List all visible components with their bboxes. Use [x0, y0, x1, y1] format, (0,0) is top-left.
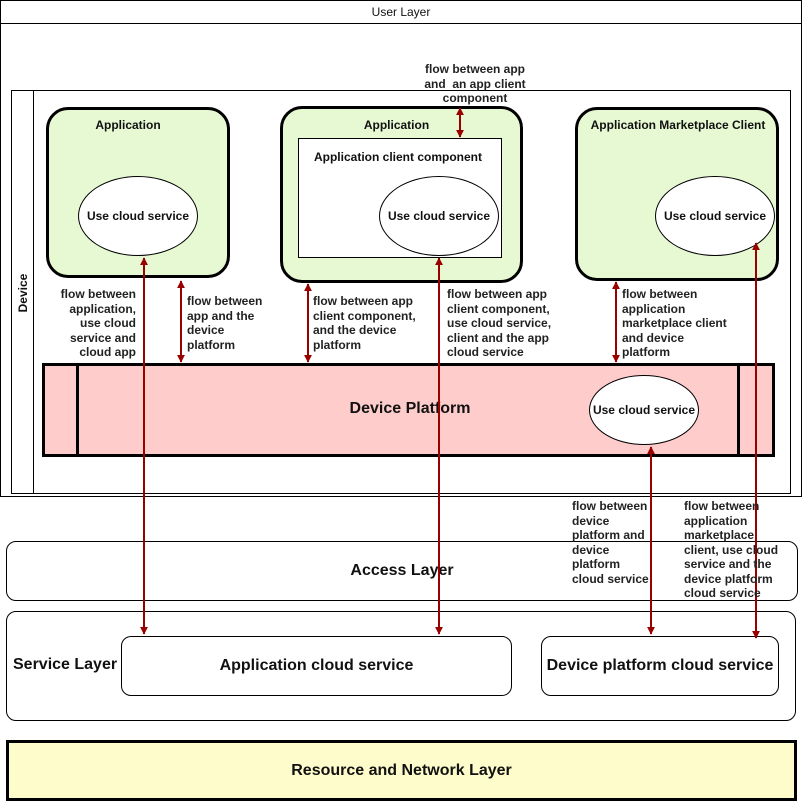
device-platform-cloud-service-box[interactable]: Device platform cloud service: [541, 636, 779, 696]
device-platform-left-section: [42, 363, 79, 457]
flow-label-market-cloud: flow between application marketplace cli…: [684, 499, 779, 600]
service-layer-title: Service Layer: [13, 656, 118, 673]
application-title: Application: [363, 118, 430, 132]
flow-label-app-component: flow between app and an app client compo…: [424, 62, 526, 105]
flow-label-market-platform: flow between application marketplace cli…: [622, 287, 727, 359]
flow-label-app-platform: flow between app and the device platform: [187, 294, 263, 352]
application-title: Application: [95, 118, 161, 132]
flow-label-app-cloud: flow between application, use cloud serv…: [60, 287, 136, 359]
platform-use-cloud-service-ellipse[interactable]: Use cloud service: [589, 375, 699, 445]
application-client-component-title: Application client component: [313, 150, 482, 164]
flow-label-platform-cloud: flow between device platform and device …: [572, 499, 649, 586]
device-label-strip: [11, 90, 34, 494]
access-layer-title: Access Layer: [350, 562, 454, 579]
application-marketplace-client-title: Application Marketplace Client: [590, 118, 766, 132]
access-layer-box: [6, 541, 798, 601]
use-cloud-service-ellipse[interactable]: Use cloud service: [78, 176, 198, 256]
flow-label-component-cloud: flow between app client component, use c…: [447, 287, 552, 359]
application-cloud-service-box[interactable]: Application cloud service: [121, 636, 512, 696]
resource-network-layer: Resource and Network Layer: [6, 740, 797, 801]
device-platform-right-section: [737, 363, 775, 457]
flow-label-component-platform: flow between app client component, and t…: [313, 294, 416, 352]
device-container: [11, 90, 791, 494]
use-cloud-service-ellipse[interactable]: Use cloud service: [379, 176, 499, 256]
